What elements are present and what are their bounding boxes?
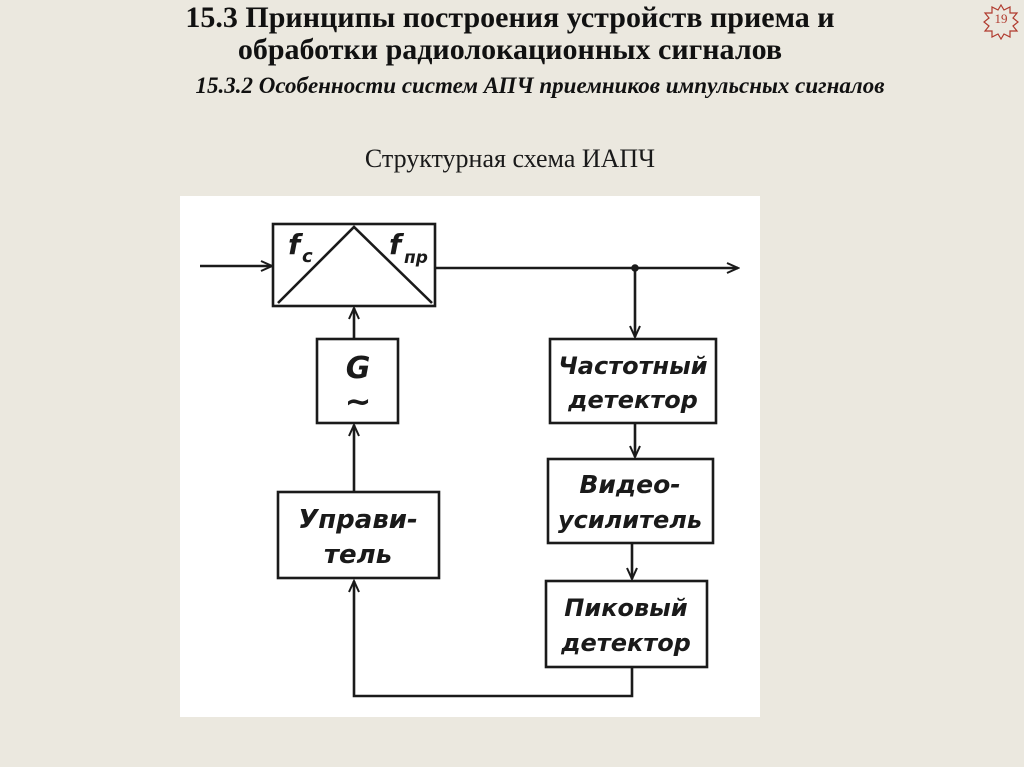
generator-symbol: ~	[345, 382, 372, 420]
page-number-badge	[983, 4, 1019, 40]
branch-node	[631, 264, 639, 272]
mixer-right-sub: пр	[404, 248, 428, 268]
control-block	[276, 490, 441, 580]
slide-title: 15.3 Принципы построения устройств прием…	[60, 2, 960, 66]
slide-subtitle: 15.3.2 Особенности систем АПЧ приемников…	[195, 73, 885, 98]
generator-label: G	[346, 351, 371, 386]
diagram-caption: Структурная схема ИАПЧ	[364, 144, 656, 173]
peak-detector-line-2: детектор	[560, 629, 691, 657]
mixer-right-label: f	[389, 228, 405, 261]
freq-detector-block	[548, 337, 718, 425]
block-diagram: f c f пр G ~ Управи- тель Частотный дете…	[200, 222, 760, 698]
mixer-left-sub: c	[302, 246, 313, 267]
diagram: f c f пр G ~ Управи- тель Частотный дете…	[180, 196, 760, 717]
page-number: 19	[994, 11, 1008, 26]
peak-detector-block	[544, 579, 709, 669]
freq-detector-line-2: детектор	[567, 386, 698, 414]
control-line-1: Управи-	[298, 505, 418, 535]
mixer-left-label: f	[288, 228, 304, 261]
feedback-line	[354, 581, 634, 698]
video-amp-line-1: Видео-	[579, 470, 680, 499]
control-line-2: тель	[324, 540, 392, 570]
mixer-triangle	[277, 225, 433, 304]
freq-detector-line-1: Частотный	[558, 352, 707, 380]
title-line-1: 15.3 Принципы построения устройств прием…	[185, 1, 835, 34]
video-amp-block	[546, 457, 715, 545]
title-line-2: обработки радиолокационных сигналов	[237, 33, 783, 66]
peak-detector-line-1: Пиковый	[564, 594, 688, 622]
video-amp-line-2: усилитель	[558, 506, 702, 534]
badge-star-icon	[983, 4, 1019, 40]
